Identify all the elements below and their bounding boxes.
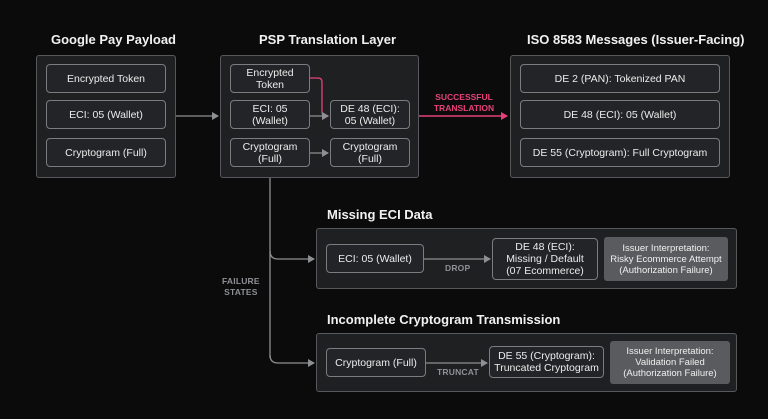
psp-encrypted-token-box: Encrypted Token — [230, 64, 310, 93]
failure-to-missing-eci-arrow — [269, 250, 315, 263]
google-pay-payload-title: Google Pay Payload — [51, 32, 176, 47]
psp-cryptogram-out-box: Cryptogram (Full) — [330, 138, 410, 167]
gpay-eci-label: ECI: 05 (Wallet) — [69, 108, 143, 121]
missing-eci-source-label: ECI: 05 (Wallet) — [338, 252, 412, 265]
psp-cryptogram-out-label: Cryptogram (Full) — [342, 140, 398, 165]
missing-eci-issuer-label: Issuer Interpretation: Risky Ecommerce A… — [610, 242, 722, 276]
missing-eci-source-box: ECI: 05 (Wallet) — [326, 244, 424, 273]
missing-eci-issuer-box: Issuer Interpretation: Risky Ecommerce A… — [604, 237, 728, 281]
psp-eci-label: ECI: 05 (Wallet) — [252, 102, 288, 127]
incomplete-cryptogram-result-label: DE 55 (Cryptogram): Truncated Cryptogram — [494, 350, 599, 374]
incomplete-cryptogram-source-label: Cryptogram (Full) — [335, 356, 417, 369]
psp-translation-layer-title: PSP Translation Layer — [259, 32, 397, 47]
gpay-cryptogram-label: Cryptogram (Full) — [65, 146, 147, 159]
incomplete-cryptogram-issuer-box: Issuer Interpretation: Validation Failed… — [610, 341, 730, 384]
failure-states-label: FAILURE STATES — [222, 276, 260, 297]
successful-translation-label: SUCCESSFUL TRANSLATION — [433, 92, 495, 113]
missing-eci-title: Missing ECI Data — [327, 207, 433, 222]
failure-to-incomplete-cryptogram-arrow — [269, 354, 315, 367]
gpay-encrypted-token-label: Encrypted Token — [66, 72, 146, 85]
iso-de55-label: DE 55 (Cryptogram): Full Cryptogram — [532, 146, 708, 159]
incomplete-cryptogram-title: Incomplete Cryptogram Transmission — [327, 312, 561, 327]
psp-de48-box: DE 48 (ECI): 05 (Wallet) — [330, 100, 410, 129]
psp-de48-label: DE 48 (ECI): 05 (Wallet) — [340, 102, 400, 127]
psp-cryptogram-in-box: Cryptogram (Full) — [230, 138, 310, 167]
psp-eci-box: ECI: 05 (Wallet) — [230, 100, 310, 129]
psp-encrypted-token-label: Encrypted Token — [246, 66, 294, 91]
incomplete-cryptogram-source-box: Cryptogram (Full) — [326, 348, 426, 377]
token-to-de48-arrow — [310, 77, 329, 120]
iso-de55-box: DE 55 (Cryptogram): Full Cryptogram — [520, 138, 720, 167]
missing-eci-result-label: DE 48 (ECI): Missing / Default (07 Ecomm… — [506, 241, 584, 277]
iso-de48-label: DE 48 (ECI): 05 (Wallet) — [563, 108, 677, 121]
gpay-encrypted-token-box: Encrypted Token — [46, 64, 166, 93]
incomplete-cryptogram-truncat-label: TRUNCAT — [437, 367, 479, 377]
psp-cryptogram-in-label: Cryptogram (Full) — [242, 140, 298, 165]
iso-de2-label: DE 2 (PAN): Tokenized PAN — [554, 72, 686, 85]
incomplete-cryptogram-result-box: DE 55 (Cryptogram): Truncated Cryptogram — [489, 346, 604, 378]
iso-de48-box: DE 48 (ECI): 05 (Wallet) — [520, 100, 720, 129]
iso-8583-messages-title: ISO 8583 Messages (Issuer-Facing) — [527, 32, 745, 47]
iso-de2-box: DE 2 (PAN): Tokenized PAN — [520, 64, 720, 93]
incomplete-cryptogram-issuer-label: Issuer Interpretation: Validation Failed… — [623, 346, 717, 379]
missing-eci-result-box: DE 48 (ECI): Missing / Default (07 Ecomm… — [492, 238, 598, 280]
missing-eci-drop-label: DROP — [445, 263, 471, 273]
gpay-cryptogram-box: Cryptogram (Full) — [46, 138, 166, 167]
gpay-eci-box: ECI: 05 (Wallet) — [46, 100, 166, 129]
